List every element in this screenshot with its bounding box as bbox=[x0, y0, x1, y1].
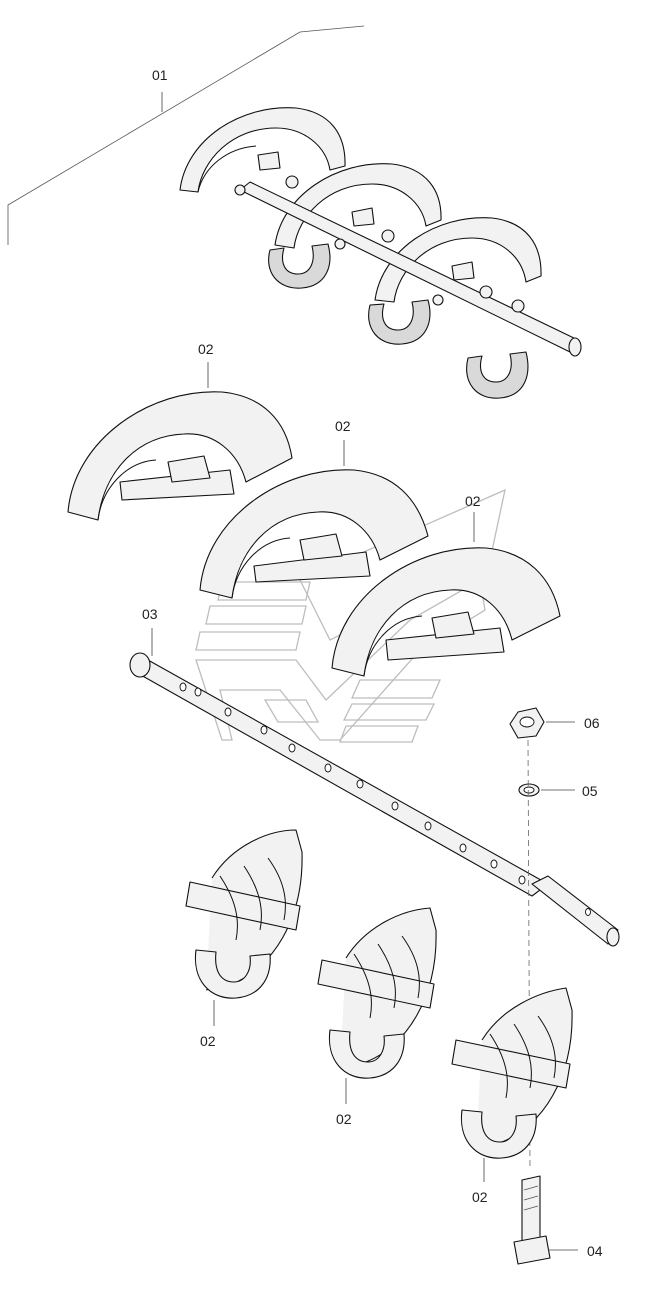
part-label-01: 01 bbox=[152, 67, 168, 83]
bolt-04 bbox=[513, 1175, 578, 1265]
assembly-01 bbox=[7, 25, 582, 399]
part-label-05: 05 bbox=[582, 783, 598, 799]
flight-segment-upper-3 bbox=[331, 512, 561, 677]
part-label-02-b: 02 bbox=[335, 418, 351, 434]
assembly-bolt-1 bbox=[285, 175, 299, 189]
flight-segment-upper-1 bbox=[67, 362, 293, 521]
part-label-02-f: 02 bbox=[472, 1189, 488, 1205]
assembly-axis-line bbox=[527, 739, 531, 1171]
part-label-03: 03 bbox=[142, 606, 158, 622]
shaft-03 bbox=[129, 628, 620, 947]
assembly-hook-3 bbox=[466, 351, 529, 399]
assembly-bracket-line bbox=[7, 25, 365, 245]
assembly-flight-3 bbox=[374, 217, 542, 303]
hook-segment-lower-1 bbox=[185, 829, 303, 1026]
part-label-02-a: 02 bbox=[198, 341, 214, 357]
part-label-02-c: 02 bbox=[465, 493, 481, 509]
part-label-02-e: 02 bbox=[336, 1111, 352, 1127]
washer-05 bbox=[518, 783, 575, 797]
assembly-flight-1 bbox=[179, 107, 346, 193]
part-label-02-d: 02 bbox=[200, 1033, 216, 1049]
hook-segment-lower-2 bbox=[317, 907, 437, 1104]
assembly-hook-2 bbox=[368, 299, 431, 345]
nut-06 bbox=[509, 707, 575, 739]
part-label-04: 04 bbox=[587, 1243, 603, 1259]
part-label-06: 06 bbox=[584, 715, 600, 731]
hook-segment-lower-3 bbox=[451, 987, 573, 1182]
flight-segment-upper-2 bbox=[199, 440, 429, 599]
assembly-bolt-3 bbox=[479, 285, 493, 299]
assembly-hook-1 bbox=[268, 243, 331, 289]
assembly-bolt-2 bbox=[381, 229, 395, 243]
assembly-flight-2 bbox=[274, 163, 442, 249]
assembly-bolt-4 bbox=[511, 299, 525, 313]
